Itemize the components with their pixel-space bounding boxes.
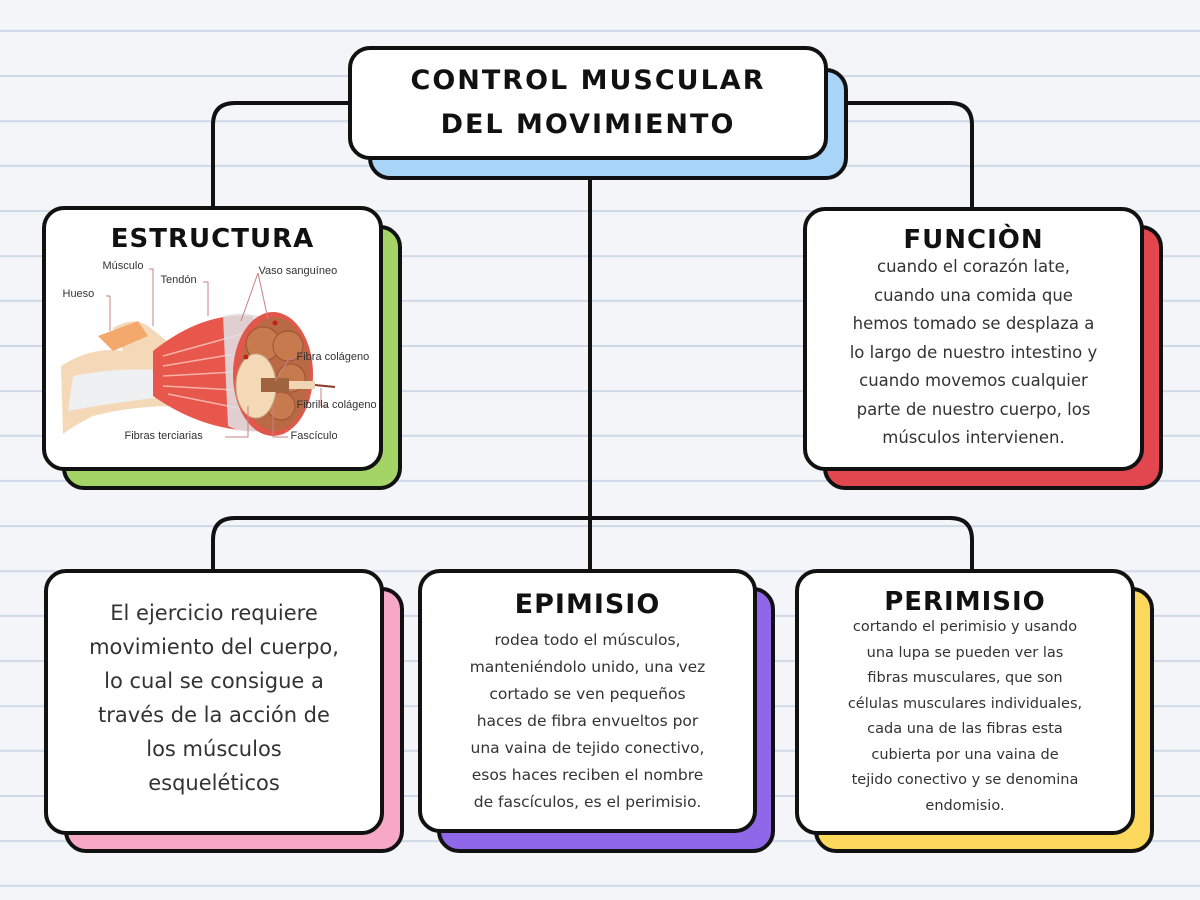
epimisio-text: rodea todo el músculos, manteniéndolo un… xyxy=(470,627,706,816)
muscle-structure-diagram: Músculo Tendón Vaso sanguíneo Hueso Fibr… xyxy=(53,256,377,446)
epimisio-line: manteniéndolo unido, una vez xyxy=(469,658,706,676)
funcion-line: cuando movemos cualquier xyxy=(859,371,1088,390)
label-fasciculo: Fascículo xyxy=(290,430,338,442)
funcion-line: cuando el corazón late, xyxy=(877,257,1070,276)
ejercicio-line: El ejercicio requiere xyxy=(110,601,318,625)
epimisio-card-face: EPIMISIO rodea todo el músculos, manteni… xyxy=(418,569,757,833)
perimisio-line: tejido conectivo y se denomina xyxy=(851,772,1079,788)
perimisio-title: PERIMISIO xyxy=(884,587,1046,617)
ejercicio-line: lo cual se consigue a xyxy=(104,669,324,693)
main-title-line1: CONTROL MUSCULAR xyxy=(410,65,766,96)
perimisio-text: cortando el perimisio y usando una lupa … xyxy=(848,615,1082,819)
main-title-card-face: CONTROL MUSCULAR DEL MOVIMIENTO xyxy=(348,46,828,160)
label-fibra-colageno: Fibra colágeno xyxy=(296,351,370,363)
ejercicio-card-face: El ejercicio requiere movimiento del cue… xyxy=(44,569,384,835)
label-musculo: Músculo xyxy=(102,260,144,272)
ejercicio-line: través de la acción de xyxy=(98,703,330,727)
perimisio-line: fibras musculares, que son xyxy=(867,670,1063,686)
ejercicio-line: los músculos xyxy=(146,737,282,761)
label-fibras-terciarias: Fibras terciarias xyxy=(124,430,203,442)
epimisio-line: esos haces reciben el nombre xyxy=(471,766,704,784)
main-title-line2: DEL MOVIMIENTO xyxy=(440,109,736,140)
estructura-card-face: ESTRUCTURA xyxy=(42,206,383,471)
funcion-line: hemos tomado se desplaza a xyxy=(852,314,1095,333)
perimisio-line: cada una de las fibras esta xyxy=(867,721,1063,737)
funcion-line: parte de nuestro cuerpo, los xyxy=(856,399,1091,419)
epimisio-line: cortado se ven pequeños xyxy=(489,685,686,703)
label-tendon: Tendón xyxy=(160,274,197,286)
epimisio-title: EPIMISIO xyxy=(514,589,661,620)
perimisio-line: endomisio. xyxy=(925,797,1005,814)
perimisio-line: cubierta por una vaina de xyxy=(871,746,1059,763)
funcion-line: cuando una comida que xyxy=(874,285,1073,305)
ejercicio-line: movimiento del cuerpo, xyxy=(89,635,339,659)
label-fibrilla-colageno: Fibrilla colágeno xyxy=(296,399,377,411)
funcion-title: FUNCIÒN xyxy=(903,225,1044,255)
funcion-line: músculos intervienen. xyxy=(882,428,1065,447)
perimisio-line: cortando el perimisio y usando xyxy=(852,619,1078,635)
perimisio-card-face: PERIMISIO cortando el perimisio y usando… xyxy=(795,569,1135,835)
funcion-text: cuando el corazón late, cuando una comid… xyxy=(850,253,1098,453)
epimisio-line: haces de fibra envueltos por xyxy=(476,712,699,730)
estructura-title: ESTRUCTURA xyxy=(110,224,315,254)
epimisio-line: rodea todo el músculos, xyxy=(494,631,681,649)
epimisio-line: una vaina de tejido conectivo, xyxy=(470,739,705,757)
funcion-card-face: FUNCIÒN cuando el corazón late, cuando u… xyxy=(803,207,1144,471)
ejercicio-text: El ejercicio requiere movimiento del cue… xyxy=(89,596,339,800)
muscle-illustration xyxy=(60,268,335,438)
label-hueso: Hueso xyxy=(62,288,95,300)
perimisio-line: una lupa se pueden ver las xyxy=(866,644,1064,661)
epimisio-line: de fascículos, es el perimisio. xyxy=(473,793,702,811)
label-vaso-sanguineo: Vaso sanguíneo xyxy=(258,265,338,277)
perimisio-line: células musculares individuales, xyxy=(847,695,1083,712)
funcion-line: lo largo de nuestro intestino y xyxy=(849,342,1098,362)
ejercicio-line: esqueléticos xyxy=(148,771,280,795)
